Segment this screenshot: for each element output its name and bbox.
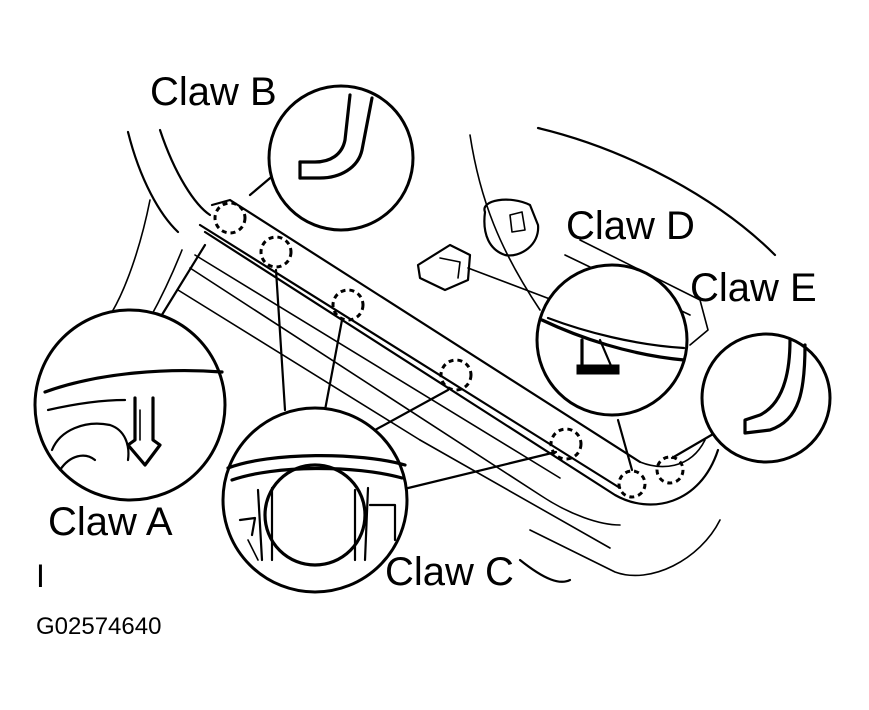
claw-e-marker [655, 455, 685, 485]
claw-d-detail [535, 263, 689, 417]
leader-lines [158, 166, 722, 492]
claw-c-marker-4 [549, 427, 583, 461]
claw-a-detail [33, 308, 227, 502]
claw-b-detail [267, 84, 415, 232]
claw-d-label: Claw D [566, 204, 695, 248]
claw-location-markers [213, 201, 685, 499]
claw-b-label: Claw B [150, 70, 277, 114]
section-marker: I [36, 558, 45, 594]
figure-code: G02574640 [36, 613, 162, 640]
body-sill-arc [518, 558, 572, 583]
claw-c-marker-3 [439, 358, 473, 392]
claw-d-marker [617, 469, 647, 499]
claw-c-marker-2 [331, 288, 365, 322]
claw-e-label: Claw E [690, 266, 817, 310]
claw-b-marker [213, 201, 247, 235]
claw-c-label: Claw C [385, 550, 514, 594]
claw-c-marker-1 [259, 235, 293, 269]
claw-e-detail [700, 332, 832, 464]
claw-a-label: Claw A [48, 500, 173, 544]
claw-c-detail [221, 406, 409, 594]
